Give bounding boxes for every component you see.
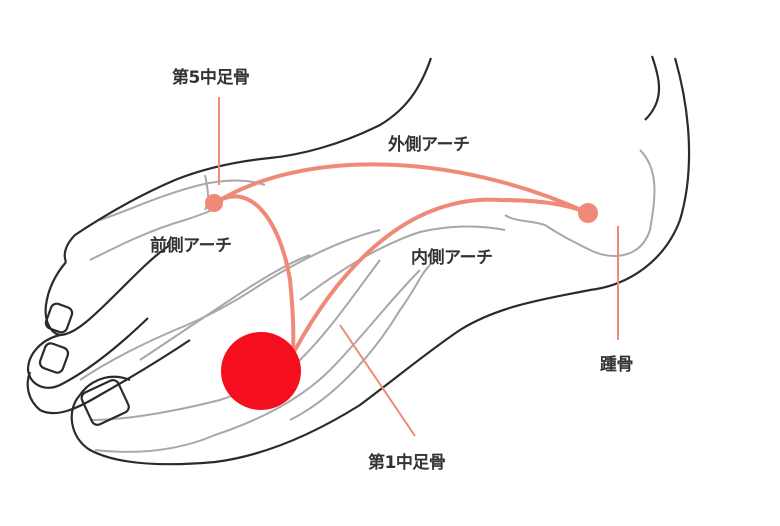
medial-arch-line — [293, 197, 590, 352]
metatarsal5-dot — [205, 194, 223, 212]
label-lateral-arch: 外側アーチ — [388, 135, 470, 155]
arch-lines — [213, 162, 590, 352]
foot-outline — [26, 55, 691, 466]
calcaneus-dot — [578, 203, 598, 223]
label-calcaneus: 踵骨 — [600, 355, 634, 375]
lateral-arch-line — [213, 162, 590, 215]
label-medial-arch: 内側アーチ — [411, 248, 493, 268]
metatarsal1-leader — [339, 324, 416, 437]
leader-lines — [218, 97, 619, 437]
transverse-arch-line — [213, 194, 296, 352]
label-metatarsal1: 第1中足骨 — [368, 453, 446, 473]
label-transverse-arch: 前側アーチ — [150, 236, 232, 256]
bone-lines — [79, 149, 656, 453]
label-metatarsal5: 第5中足骨 — [172, 68, 250, 88]
pain-point-marker — [221, 332, 301, 410]
